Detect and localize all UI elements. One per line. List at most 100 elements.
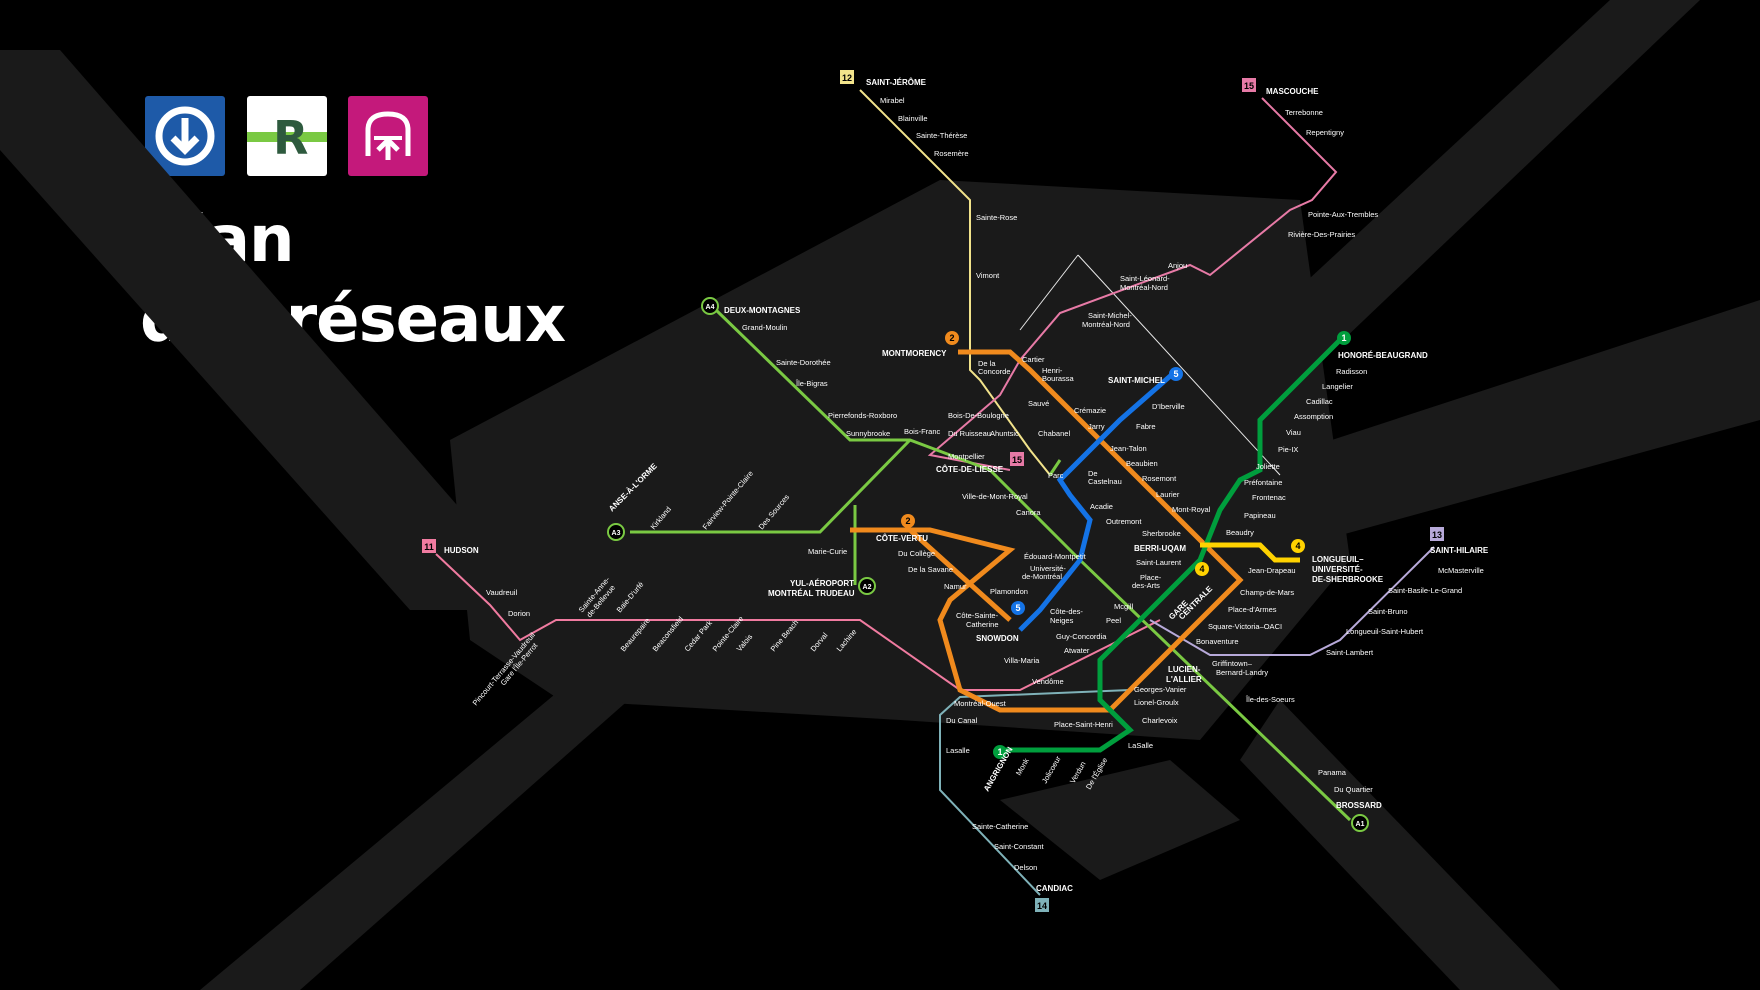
label-mascouche: MASCOUCHE <box>1266 87 1319 96</box>
station-beaudry: Beaudry <box>1226 528 1254 537</box>
label-cote-vertu: CÔTE-VERTU <box>876 534 928 543</box>
label-lucien-2: L'ALLIER <box>1166 675 1202 684</box>
station-du-canal: Du Canal <box>946 716 978 725</box>
yellow-line <box>1200 542 1300 563</box>
station-de-la-savane: De la Savane <box>908 565 953 574</box>
station-blainville: Blainville <box>898 114 928 123</box>
station-de-castelnau-1: De <box>1088 469 1098 478</box>
svg-text:15: 15 <box>1244 81 1254 91</box>
svg-text:14: 14 <box>1037 901 1047 911</box>
label-deux-montagnes: DEUX-MONTAGNES <box>724 306 801 315</box>
label-longueuil-2: UNIVERSITÉ- <box>1312 565 1363 574</box>
exo13-line <box>1149 546 1435 656</box>
station-mirabel: Mirabel <box>880 96 905 105</box>
station-jolicoeur: Jolicoeur <box>1040 754 1063 785</box>
badge-blue-2: 5 <box>1011 601 1025 615</box>
station-langelier: Langelier <box>1322 382 1353 391</box>
station-d-iberville: D'Iberville <box>1152 402 1185 411</box>
station-henri-2: Bourassa <box>1042 374 1075 383</box>
station-place-d-armes: Place-d'Armes <box>1228 605 1277 614</box>
svg-text:A1: A1 <box>1356 821 1365 828</box>
station-peel: Peel <box>1106 616 1121 625</box>
svg-text:1: 1 <box>1341 333 1346 343</box>
station-cremazie: Crémazie <box>1074 406 1106 415</box>
svg-text:R: R <box>273 111 308 165</box>
station-saint-constant: Saint-Constant <box>994 842 1045 851</box>
svg-text:5: 5 <box>1173 369 1178 379</box>
station-beaubien: Beaubien <box>1126 459 1158 468</box>
station-jarry: Jarry <box>1088 422 1105 431</box>
badge-exo15-b: 15 <box>1010 452 1024 466</box>
svg-text:4: 4 <box>1295 541 1300 551</box>
rem-r-icon: R <box>247 111 327 165</box>
badge-yellow-2: 4 <box>1195 562 1209 576</box>
label-candiac: CANDIAC <box>1036 884 1073 893</box>
svg-text:A2: A2 <box>863 584 872 591</box>
badge-rem-a4: A4 <box>701 297 719 315</box>
label-yul-1: YUL-AÉROPORT <box>790 579 854 588</box>
station-saint-michel-2: Montréal-Nord <box>1082 320 1130 329</box>
label-berri-uqam: BERRI-UQAM <box>1134 544 1186 553</box>
svg-text:2: 2 <box>905 516 910 526</box>
station-cartier: Cartier <box>1022 355 1045 364</box>
station-sainte-therese: Sainte-Thérèse <box>916 131 967 140</box>
exo11-line <box>435 553 1161 691</box>
badge-yellow-1: 4 <box>1291 539 1305 553</box>
badge-exo11: 11 <box>422 539 436 553</box>
station-sunnybrooke: Sunnybrooke <box>846 429 890 438</box>
svg-text:11: 11 <box>424 542 434 552</box>
station-sherbrooke: Sherbrooke <box>1142 529 1181 538</box>
station-place-des-2: des-Arts <box>1132 581 1160 590</box>
badge-exo12: 12 <box>840 70 854 84</box>
badge-green-2: 1 <box>993 745 1007 759</box>
station-joliette: Joliette <box>1256 462 1280 471</box>
svg-text:15: 15 <box>1012 455 1022 465</box>
badge-orange-1: 2 <box>945 331 959 345</box>
station-lasalle-exo: Lasalle <box>946 746 970 755</box>
station-ahuntsic: Ahuntsic <box>990 429 1019 438</box>
station-namur: Namur <box>944 582 967 591</box>
station-sainte-dorothee: Sainte-Dorothée <box>776 358 831 367</box>
station-canora: Canora <box>1016 508 1041 517</box>
station-saint-michel-1: Saint-Michel- <box>1088 311 1132 320</box>
badge-exo15: 15 <box>1242 78 1256 92</box>
station-papineau: Papineau <box>1244 511 1276 520</box>
station-georges-vanier: Georges-Vanier <box>1134 685 1187 694</box>
label-longueuil-3: DE-SHERBROOKE <box>1312 575 1384 584</box>
svg-text:12: 12 <box>842 73 852 83</box>
station-cote-sainte-1: Côte-Sainte- <box>956 611 999 620</box>
badge-exo13: 13 <box>1430 527 1444 541</box>
station-panama: Panama <box>1318 768 1347 777</box>
station-pie-ix: Pie-IX <box>1278 445 1298 454</box>
station-delson: Delson <box>1014 863 1037 872</box>
station-jean-talon: Jean-Talon <box>1110 444 1147 453</box>
station-marie-curie: Marie-Curie <box>808 547 847 556</box>
station-riviere-des-prairies: Rivière-Des-Prairies <box>1288 230 1355 239</box>
station-lasalle: LaSalle <box>1128 741 1153 750</box>
station-viau: Viau <box>1286 428 1301 437</box>
label-montmorency: MONTMORENCY <box>882 349 947 358</box>
station-outremont: Outremont <box>1106 517 1142 526</box>
station-du-quartier: Du Quartier <box>1334 785 1373 794</box>
station-bois-franc: Bois-Franc <box>904 427 941 436</box>
station-mont-royal: Mont-Royal <box>1172 505 1211 514</box>
exo12-line <box>859 89 1051 476</box>
badge-orange-2: 2 <box>901 514 915 528</box>
svg-text:A4: A4 <box>706 304 715 311</box>
station-acadie: Acadie <box>1090 502 1113 511</box>
station-jean-drapeau: Jean-Drapeau <box>1248 566 1296 575</box>
rem-logo: R <box>247 96 327 176</box>
station-grand-moulin: Grand-Moulin <box>742 323 787 332</box>
station-dorion: Dorion <box>508 609 530 618</box>
station-vaudreuil: Vaudreuil <box>486 588 517 597</box>
svg-text:A3: A3 <box>612 530 621 537</box>
station-montreal-ouest: Montréal-Ouest <box>954 699 1007 708</box>
exo-train-logo <box>348 96 428 176</box>
station-cadillac: Cadillac <box>1306 397 1333 406</box>
station-ville-de-mont-royal: Ville-de-Mont-Royal <box>962 492 1028 501</box>
station-saint-lambert: Saint-Lambert <box>1326 648 1374 657</box>
exo15-line <box>927 97 1338 471</box>
station-assomption: Assomption <box>1294 412 1333 421</box>
